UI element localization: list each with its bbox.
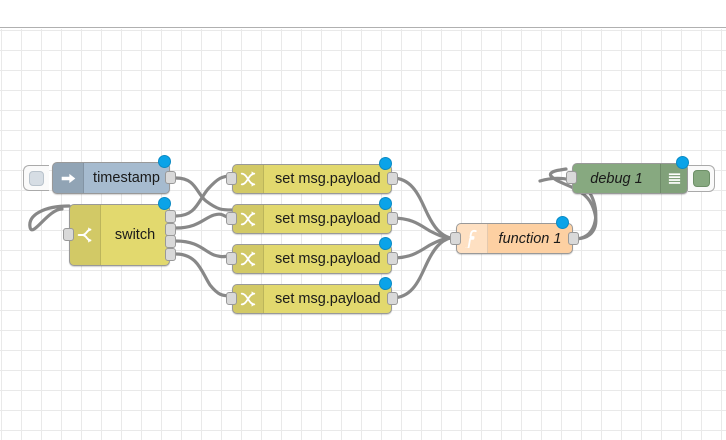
output-port-inject[interactable] bbox=[165, 171, 176, 184]
input-port-switch[interactable] bbox=[63, 228, 74, 241]
wire-switch-3-to-change-3 bbox=[174, 239, 234, 259]
wire-into-debug-input bbox=[548, 167, 568, 179]
change-swap-icon bbox=[233, 165, 264, 193]
status-dot-switch bbox=[158, 197, 171, 210]
node-change-4[interactable]: set msg.payload bbox=[232, 284, 392, 314]
output-port-switch-4[interactable] bbox=[165, 248, 176, 261]
debug-toggle-button[interactable] bbox=[688, 165, 715, 192]
node-inject-timestamp[interactable]: timestamp bbox=[52, 162, 170, 194]
input-port-change-2[interactable] bbox=[226, 212, 237, 225]
node-label-change-4: set msg.payload bbox=[275, 291, 381, 307]
node-debug-1[interactable]: debug 1 bbox=[572, 163, 688, 194]
wire-change-1-to-function bbox=[390, 176, 452, 240]
change-swap-icon bbox=[233, 205, 264, 233]
function-f-icon bbox=[457, 224, 488, 253]
switch-branch-icon bbox=[70, 205, 101, 265]
output-port-switch-3[interactable] bbox=[165, 235, 176, 248]
status-dot-function-1 bbox=[556, 216, 569, 229]
node-label-change-1: set msg.payload bbox=[275, 171, 381, 187]
change-swap-icon bbox=[233, 285, 264, 313]
wire-timestamp-to-change-2 bbox=[174, 176, 234, 212]
status-dot-inject bbox=[158, 155, 171, 168]
node-label-function-1: function 1 bbox=[498, 230, 562, 247]
node-change-1[interactable]: set msg.payload bbox=[232, 164, 392, 194]
node-label-debug-1: debug 1 bbox=[590, 170, 643, 187]
wire-change-3-to-function bbox=[390, 236, 452, 260]
output-port-change-3[interactable] bbox=[387, 252, 398, 265]
node-switch[interactable]: switch bbox=[69, 204, 170, 266]
status-dot-change-2 bbox=[379, 197, 392, 210]
inject-trigger-button[interactable] bbox=[23, 165, 49, 191]
wire-switch-4-to-change-4 bbox=[174, 252, 234, 298]
flow-canvas[interactable]: timestamp switch bbox=[0, 29, 726, 440]
node-label-switch: switch bbox=[114, 227, 156, 243]
wire-change-2-to-function bbox=[390, 216, 452, 240]
wire-switch-1-to-change-1 bbox=[174, 174, 234, 218]
wire-loop-into-switch-input bbox=[28, 204, 71, 232]
inject-button-inner bbox=[29, 170, 44, 186]
input-port-change-4[interactable] bbox=[226, 292, 237, 305]
output-port-function-1[interactable] bbox=[568, 232, 579, 245]
change-swap-icon bbox=[233, 245, 264, 273]
editor-toolbar-strip bbox=[0, 0, 726, 28]
debug-button-inner bbox=[692, 170, 710, 187]
node-change-2[interactable]: set msg.payload bbox=[232, 204, 392, 234]
output-port-change-1[interactable] bbox=[387, 172, 398, 185]
status-dot-change-4 bbox=[379, 277, 392, 290]
input-port-function-1[interactable] bbox=[450, 232, 461, 245]
input-port-change-3[interactable] bbox=[226, 252, 237, 265]
node-label-inject: timestamp bbox=[93, 170, 160, 186]
node-label-change-3: set msg.payload bbox=[275, 251, 381, 267]
status-dot-change-1 bbox=[379, 157, 392, 170]
status-dot-change-3 bbox=[379, 237, 392, 250]
output-port-change-2[interactable] bbox=[387, 212, 398, 225]
input-port-change-1[interactable] bbox=[226, 172, 237, 185]
node-function-1[interactable]: function 1 bbox=[456, 223, 573, 254]
output-port-change-4[interactable] bbox=[387, 292, 398, 305]
node-label-change-2: set msg.payload bbox=[275, 211, 381, 227]
input-port-debug-1[interactable] bbox=[566, 171, 577, 184]
node-change-3[interactable]: set msg.payload bbox=[232, 244, 392, 274]
debug-lines-icon bbox=[660, 164, 687, 193]
inject-arrow-icon bbox=[53, 163, 84, 193]
wire-change-4-to-function bbox=[390, 236, 452, 300]
wire-switch-2-to-change-2 bbox=[174, 212, 234, 230]
output-port-switch-1[interactable] bbox=[165, 210, 176, 223]
status-dot-debug-1 bbox=[676, 156, 689, 169]
